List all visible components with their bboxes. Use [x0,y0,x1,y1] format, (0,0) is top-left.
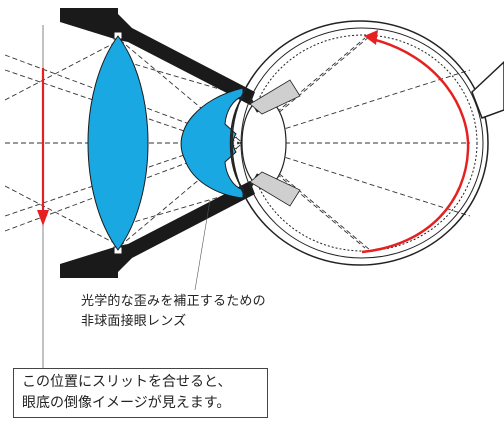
fundus-arc [361,30,470,254]
eyeball [229,20,489,266]
lens-caption-line2: 非球面接眼レンズ [81,314,187,329]
optic-nerve [471,60,504,119]
lower-housing [60,181,255,278]
objective-lens [87,35,149,251]
lens-caption-line1: 光学的な歪みを補正するための [81,294,266,309]
slit-note-line2: 眼底の倒像イメージが見えます。 [22,395,231,411]
caption-leader-line [194,199,211,291]
slit-note-box: この位置にスリットを合せると、 眼底の倒像イメージが見えます。 [13,368,268,418]
inverted-image-arrow [37,68,49,226]
optical-rays [4,35,471,251]
slit-note-line1: この位置にスリットを合せると、 [22,374,232,390]
upper-housing [60,8,255,105]
lens-caption: 光学的な歪みを補正するための 非球面接眼レンズ [81,292,266,332]
aspheric-contact-lens [180,87,244,199]
